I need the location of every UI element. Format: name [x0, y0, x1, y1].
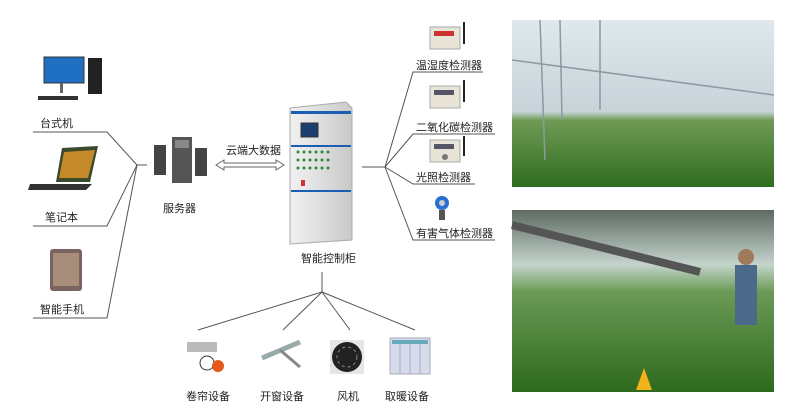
line-sensor-1	[362, 71, 483, 168]
co2-sensor-icon	[429, 80, 465, 109]
label-heater: 取暖设备	[385, 390, 429, 403]
line-desktop	[33, 131, 147, 166]
line-act-3	[321, 291, 351, 331]
label-cloud-data: 云端大数据	[226, 144, 281, 157]
greenhouse-photo-bottom	[511, 210, 774, 392]
logo-leaf-icon	[636, 368, 652, 390]
label-sensor-light: 光照检测器	[416, 171, 471, 184]
line-phone	[33, 164, 138, 319]
fan-icon	[330, 340, 364, 374]
label-sensor-co2: 二氧化碳检测器	[416, 121, 493, 134]
line-sensor-4	[384, 166, 495, 241]
line-sensor-2	[384, 133, 495, 168]
greenhouse-photo-top	[511, 19, 775, 187]
label-cabinet: 智能控制柜	[301, 252, 356, 265]
line-act-2	[282, 291, 323, 331]
smartphone-icon	[50, 249, 82, 291]
server-icon	[154, 137, 207, 183]
bidirectional-arrow-icon	[215, 159, 285, 171]
temperature-humidity-sensor-icon	[429, 22, 465, 50]
label-window: 开窗设备	[260, 390, 304, 403]
line-act-4	[321, 291, 416, 331]
label-laptop: 笔记本	[45, 211, 78, 224]
label-sensor-temp-humidity: 温湿度检测器	[416, 59, 482, 72]
window-opener-icon	[261, 339, 301, 369]
label-fan: 风机	[337, 390, 359, 403]
control-cabinet-icon	[289, 101, 353, 245]
gas-sensor-icon	[435, 196, 449, 220]
label-server: 服务器	[163, 202, 196, 215]
light-sensor-icon	[429, 136, 465, 163]
laptop-icon	[28, 146, 98, 190]
line-sensor-3	[384, 166, 475, 185]
heater-icon	[389, 337, 431, 375]
line-act-1	[197, 272, 323, 331]
line-laptop	[33, 164, 138, 227]
label-sensor-gas: 有害气体检测器	[416, 227, 493, 240]
desktop-icon	[38, 56, 102, 100]
roller-motor-icon	[187, 342, 224, 372]
label-desktop: 台式机	[40, 117, 73, 130]
label-phone: 智能手机	[40, 303, 84, 316]
label-roller: 卷帘设备	[186, 390, 230, 403]
